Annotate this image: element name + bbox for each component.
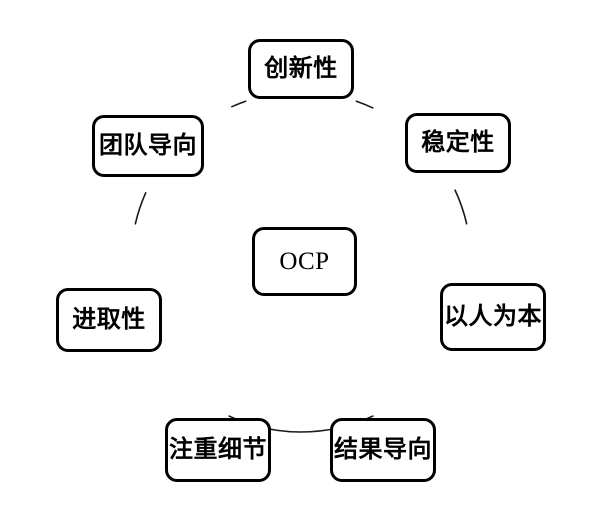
arc-connector	[134, 192, 147, 225]
node-label: 团队导向	[99, 133, 197, 159]
node-results-oriented[interactable]: 结果导向	[330, 418, 436, 482]
node-attention-to-detail[interactable]: 注重细节	[165, 418, 271, 482]
node-label: 稳定性	[421, 130, 495, 156]
node-label: 以人为本	[444, 304, 542, 330]
node-innovation[interactable]: 创新性	[248, 39, 354, 99]
arc-connector	[454, 189, 468, 225]
node-label: 创新性	[264, 56, 338, 82]
arc-connector	[231, 100, 247, 108]
arc-connector	[355, 100, 374, 109]
center-label: OCP	[279, 248, 330, 275]
node-label: 进取性	[72, 307, 146, 333]
node-label: 注重细节	[169, 437, 267, 463]
node-team-oriented[interactable]: 团队导向	[92, 115, 204, 177]
node-stability[interactable]: 稳定性	[405, 113, 511, 173]
node-center-ocp[interactable]: OCP	[252, 227, 357, 296]
node-label: 结果导向	[334, 437, 432, 463]
node-people-oriented[interactable]: 以人为本	[440, 283, 546, 351]
node-aggressiveness[interactable]: 进取性	[56, 288, 162, 352]
